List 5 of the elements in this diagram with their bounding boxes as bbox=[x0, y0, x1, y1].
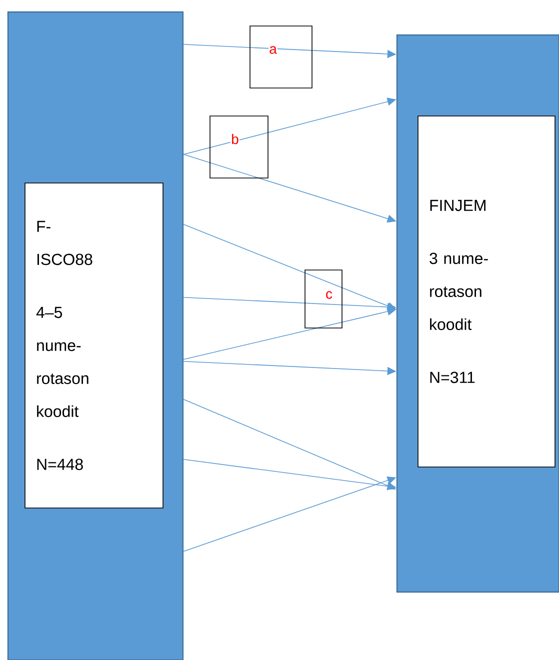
text-box: FINJEM 3 nume-rotason koodit N=311 bbox=[418, 116, 556, 468]
edge-label: c bbox=[304, 270, 342, 328]
edge-label: b bbox=[210, 116, 268, 178]
text-box: F-ISCO88 4–5 nume-rotason koodit N=448 bbox=[24, 182, 164, 508]
edge-label: a bbox=[250, 26, 312, 88]
